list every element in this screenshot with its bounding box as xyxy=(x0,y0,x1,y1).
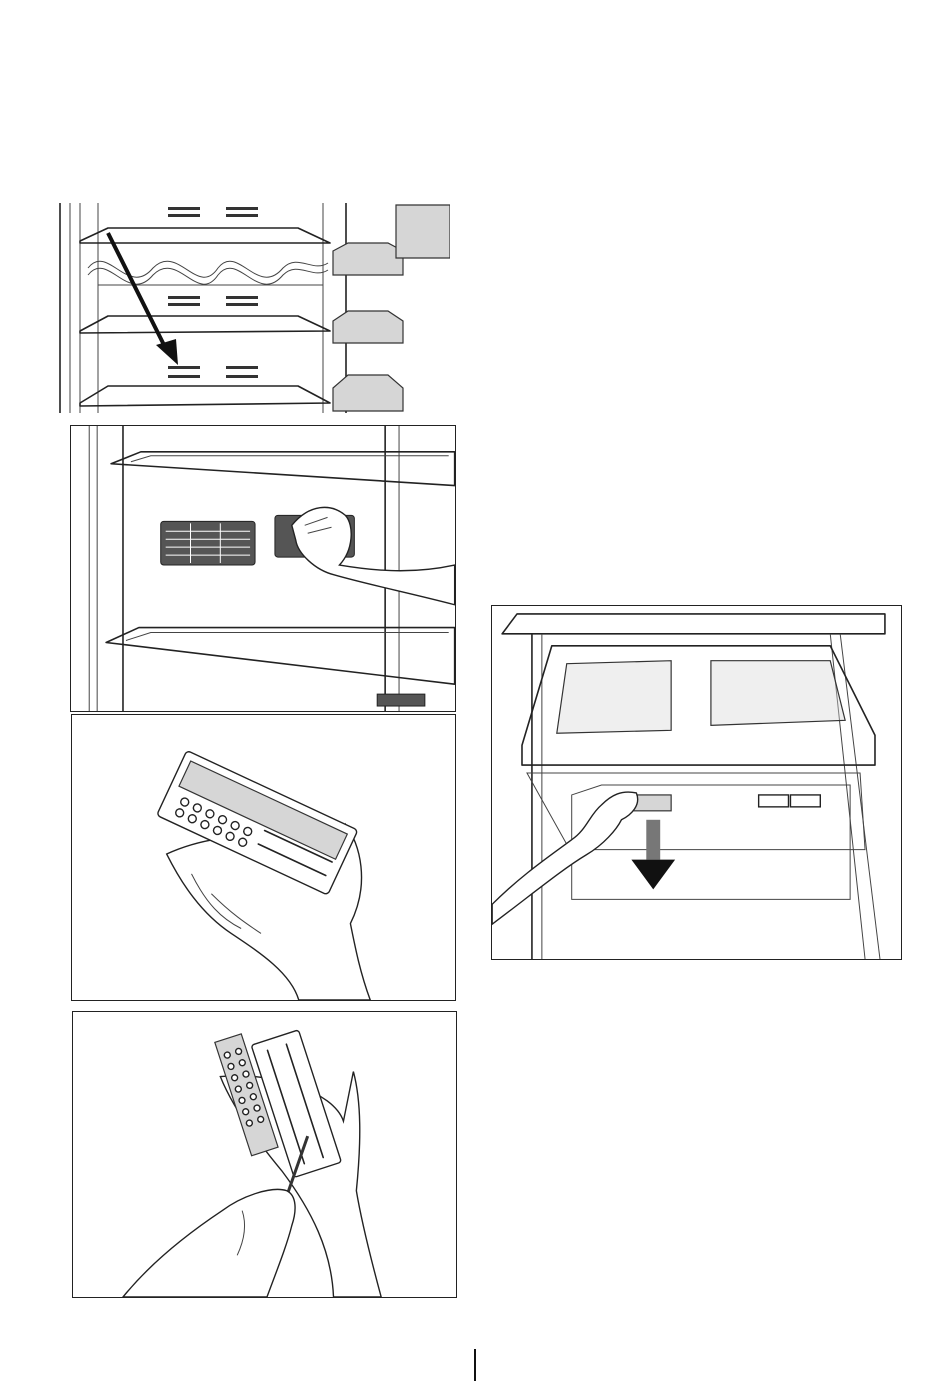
figure-filter-open-tool xyxy=(72,1011,457,1298)
figure-filter-cover-removal xyxy=(70,425,456,712)
filter-cover-illustration xyxy=(71,426,455,711)
shelves-illustration xyxy=(58,203,450,413)
filter-open-illustration xyxy=(73,1012,456,1297)
figure-filter-in-palm xyxy=(71,714,456,1001)
filter-in-palm-illustration xyxy=(72,715,455,1000)
page-marker xyxy=(474,1349,476,1381)
figure-crisper-pull xyxy=(491,605,902,960)
figure-shelves-arrow xyxy=(58,203,450,413)
crisper-illustration xyxy=(492,606,901,959)
